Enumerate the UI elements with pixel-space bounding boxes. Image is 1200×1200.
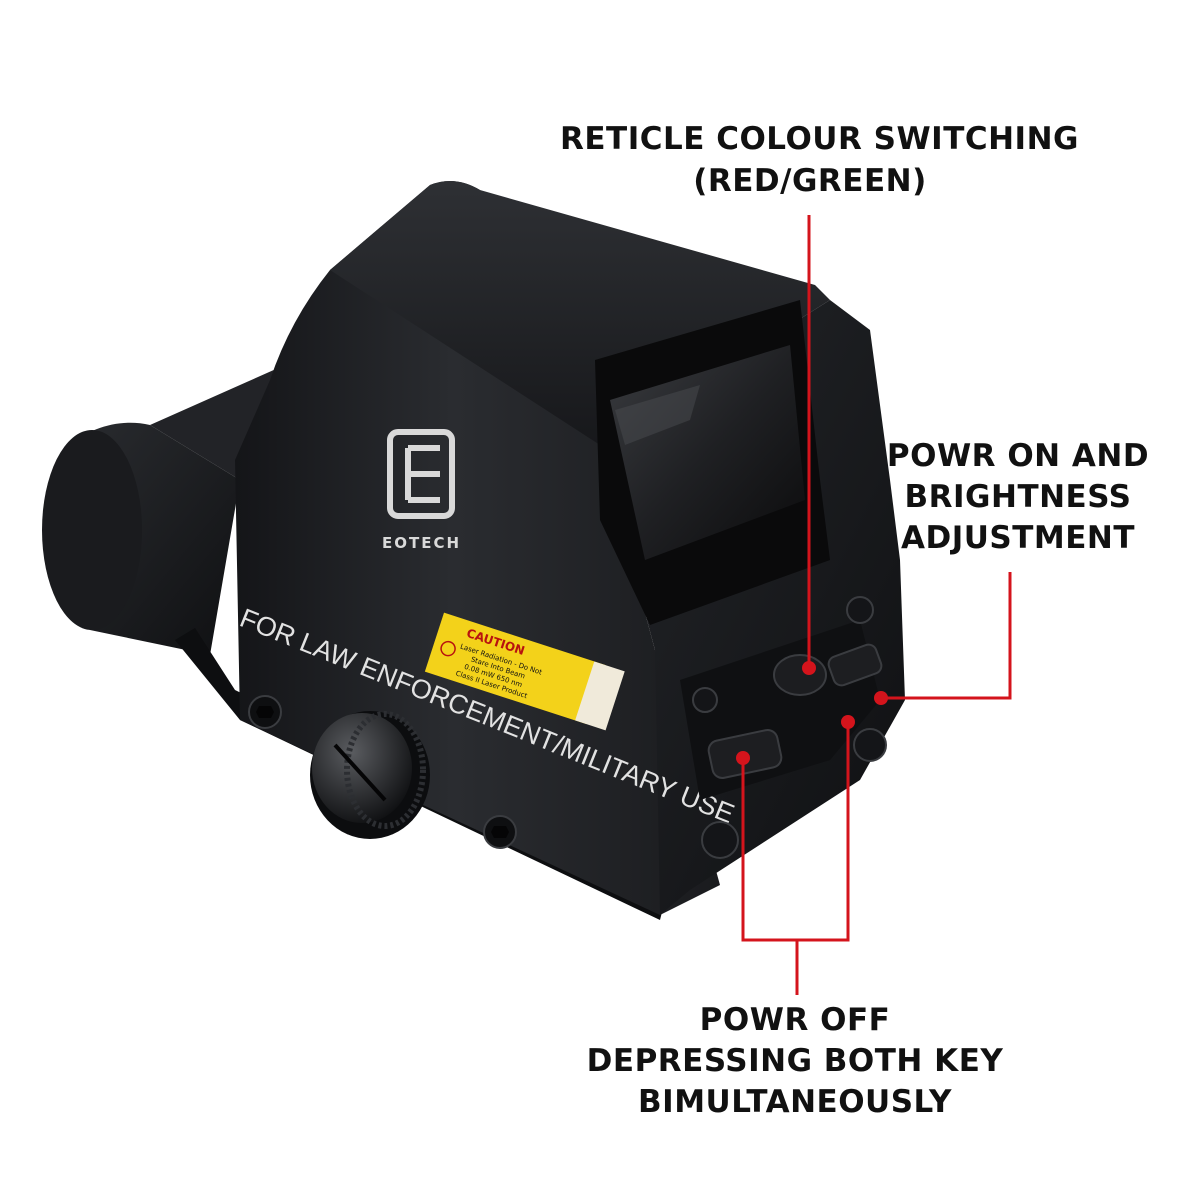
- power-up-button[interactable]: [826, 642, 883, 687]
- leader-line-power-on: [883, 572, 1012, 700]
- leader-lines: [741, 215, 1012, 995]
- callout-power-off: POWR OFF DEPRESSING BOTH KEY BIMULTANEOU…: [560, 1000, 1030, 1123]
- mount-knob: [310, 711, 430, 839]
- callout-power-on: POWR ON AND BRIGHTNESS ADJUSTMENT: [880, 436, 1156, 559]
- callout-reticle-switching: RETICLE COLOUR SWITCHING (RED/GREEN): [560, 118, 1079, 202]
- power-on-marker: [874, 691, 888, 705]
- callout-reticle-line-2: (RED/GREEN): [693, 163, 927, 199]
- callout-reticle-line-1: RETICLE COLOUR SWITCHING: [560, 121, 1079, 157]
- callout-power-off-line-1: POWR OFF: [699, 1002, 891, 1038]
- caution-label: CAUTION Laser Radiation - Do Not Stare I…: [424, 612, 625, 731]
- callout-power-off-line-3: BIMULTANEOUSLY: [638, 1084, 952, 1120]
- front-screw-bottom: [701, 821, 739, 859]
- callout-power-off-line-2: DEPRESSING BOTH KEY: [586, 1043, 1004, 1079]
- callout-power-on-line-3: ADJUSTMENT: [900, 520, 1136, 556]
- side-screw-left: [248, 695, 282, 729]
- power-off-marker-right: [841, 715, 855, 729]
- reticle-switch-marker: [802, 661, 816, 675]
- callout-power-on-line-1: POWR ON AND: [886, 438, 1150, 474]
- front-screw-right: [853, 728, 887, 762]
- power-off-marker-left: [736, 751, 750, 765]
- front-screw-left: [692, 687, 718, 713]
- laser-starburst-icon: [440, 640, 456, 657]
- reticle-switch-button[interactable]: [773, 654, 827, 696]
- leader-dots: [736, 661, 888, 765]
- front-screw-top: [846, 596, 874, 624]
- callout-power-on-line-2: BRIGHTNESS: [904, 479, 1132, 515]
- side-screw-right: [483, 815, 517, 849]
- eotech-logo-text: EOTECH: [382, 534, 461, 552]
- eotech-logo: EOTECH: [382, 429, 461, 552]
- control-panel: [680, 596, 887, 859]
